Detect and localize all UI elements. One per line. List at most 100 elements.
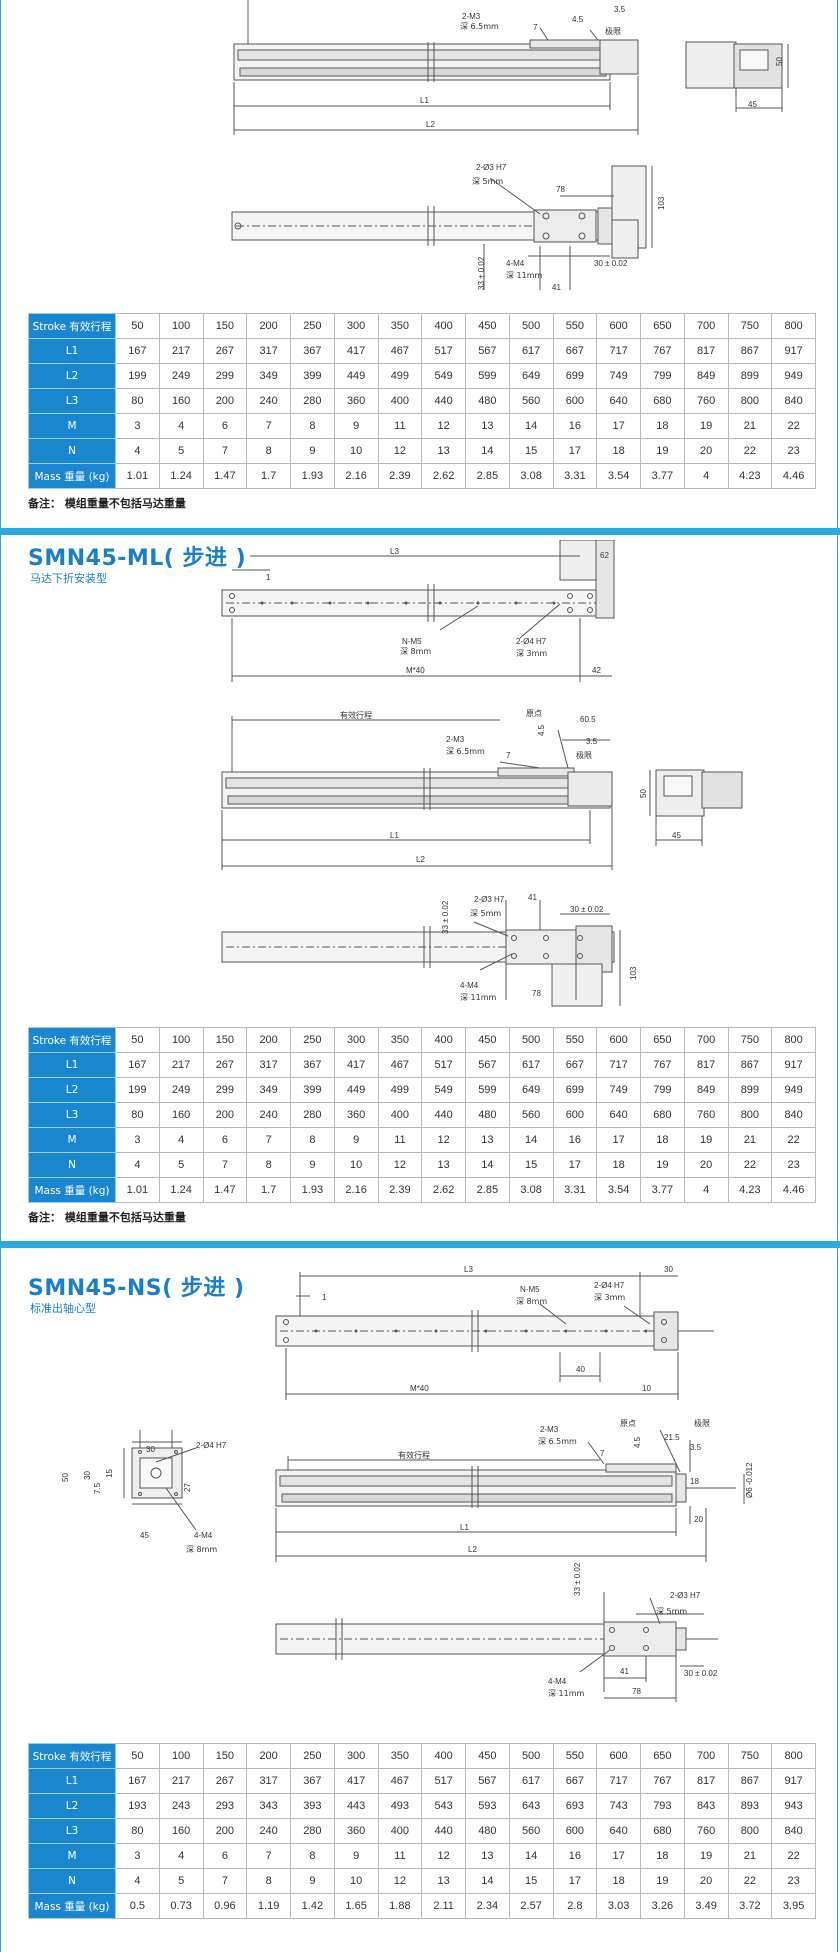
bottom-view-ns [275, 1592, 718, 1702]
table-cell: 893 [727, 1793, 773, 1819]
dim-ns-depth11: 深 11mm [548, 1689, 585, 1698]
table-cell: 949 [771, 363, 816, 389]
table-cell: 17 [552, 1868, 598, 1894]
table-cell: 2.57 [508, 1893, 554, 1919]
table-cell: 3.03 [596, 1893, 641, 1919]
table-cell: 250 [290, 313, 335, 339]
table-cell: 1.7 [246, 1177, 291, 1203]
table-cell: 517 [421, 338, 466, 364]
table-cell: 617 [508, 1768, 554, 1794]
dim-ml-41: 41 [528, 893, 537, 902]
row-header: N [28, 438, 116, 464]
table-cell: 9 [290, 438, 335, 464]
table-cell: 21 [727, 413, 773, 439]
table-cell: 400 [377, 1102, 423, 1128]
table-cell: 2.62 [421, 1177, 466, 1203]
table-cell: 560 [508, 1102, 554, 1128]
table-cell: 16 [552, 413, 598, 439]
row-header: M [28, 413, 116, 439]
table-cell: 2.85 [465, 463, 510, 489]
table-cell: 12 [421, 1127, 466, 1153]
table-cell: 18 [640, 413, 685, 439]
dim-ns-l2: L2 [468, 1545, 477, 1554]
table-cell: 1.24 [158, 1177, 204, 1203]
table-cell: 717 [596, 1768, 641, 1794]
table-cell: 1.19 [246, 1893, 291, 1919]
table-cell: 11 [377, 1127, 423, 1153]
table-cell: 400 [421, 313, 466, 339]
table-cell: 867 [727, 1052, 773, 1078]
table-cell: 417 [333, 1052, 379, 1078]
table-cell: 100 [158, 1027, 204, 1053]
dim-ns-end-75: 7.5 [93, 1482, 102, 1494]
table-cell: 160 [158, 1102, 204, 1128]
table-cell: 840 [771, 1818, 816, 1844]
table-cell: 300 [333, 1743, 379, 1769]
dim-ml-605: 60.5 [580, 715, 596, 724]
table-cell: 500 [508, 313, 554, 339]
table-cell: 560 [508, 1818, 554, 1844]
table-cell: 3.54 [596, 463, 641, 489]
table-cell: 817 [683, 338, 729, 364]
row-header: L3 [28, 388, 116, 414]
table-cell: 917 [771, 1768, 816, 1794]
table-cell: 150 [202, 1027, 248, 1053]
section-subtitle-ns: 标准出轴心型 [30, 1302, 96, 1315]
dim-ns-end-4m4: 4-M4 [194, 1531, 213, 1540]
dim-ns-20: 20 [694, 1515, 703, 1524]
row-header: Mass 重量 (kg) [28, 463, 116, 489]
table-cell: 699 [552, 363, 598, 389]
table-cell: 750 [727, 1743, 773, 1769]
table-cell: 717 [596, 338, 641, 364]
table-cell: 15 [508, 1868, 554, 1894]
dim-30-002: 30 ± 0.02 [594, 259, 628, 268]
dim-ml-limit: 极限 [576, 750, 592, 760]
table-cell: 2.8 [552, 1893, 598, 1919]
table-cell: 650 [640, 1027, 685, 1053]
table-cell: 249 [158, 1077, 204, 1103]
dim-ml-m40: M*40 [406, 666, 425, 675]
table-cell: 317 [246, 1052, 291, 1078]
table-cell: 167 [115, 1768, 160, 1794]
table-cell: 3.54 [596, 1177, 641, 1203]
table-cell: 567 [465, 1768, 510, 1794]
table-cell: 467 [377, 338, 423, 364]
dim-ns-end-50: 50 [61, 1473, 70, 1482]
table-cell: 17 [596, 413, 641, 439]
table-cell: 800 [771, 1743, 816, 1769]
dim-ns-end-30: 30 [146, 1445, 155, 1454]
dim-ml-78: 78 [532, 989, 541, 998]
table-cell: 567 [465, 338, 510, 364]
dim-45: 4.5 [572, 15, 584, 24]
row-header: M [28, 1843, 116, 1869]
dim-ml-2d3h7: 2-Ø3 H7 [474, 895, 505, 904]
dim-50: 50 [775, 57, 784, 66]
table-cell: 50 [115, 1027, 160, 1053]
table-cell: 160 [158, 388, 204, 414]
table-cell: 417 [333, 1768, 379, 1794]
dim-ml-35: 3.5 [586, 737, 598, 746]
table-cell: 643 [508, 1793, 554, 1819]
table-cell: 14 [508, 413, 554, 439]
end-view-ml [649, 769, 743, 846]
dim-ml-45-end: 45 [672, 831, 681, 840]
table-cell: 80 [115, 388, 160, 414]
table-cell: 13 [465, 1127, 510, 1153]
table-cell: 440 [421, 1818, 466, 1844]
table-cell: 19 [640, 1868, 685, 1894]
table-cell: 150 [202, 313, 248, 339]
table-cell: 7 [246, 1127, 291, 1153]
dim-ml-62: 62 [600, 551, 609, 560]
dim-ns-shaft: Ø6 -0.012 [745, 1462, 754, 1498]
table-cell: 317 [246, 338, 291, 364]
dim-ns-l3: L3 [464, 1265, 473, 1274]
table-cell: 343 [246, 1793, 291, 1819]
table-cell: 11 [377, 413, 423, 439]
table-cell: 267 [202, 338, 248, 364]
table-cell: 700 [683, 313, 729, 339]
table-cell: 500 [508, 1027, 554, 1053]
